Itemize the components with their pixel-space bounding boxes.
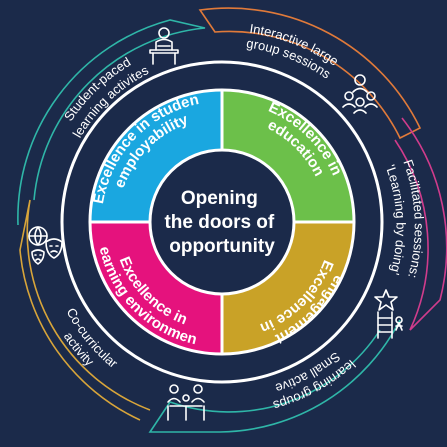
segment-small-groups-outline xyxy=(148,319,401,433)
center-title: Opening the doors of opportunity xyxy=(164,188,279,257)
theatre-masks-ball-icon xyxy=(28,226,63,265)
small-group-table-icon xyxy=(167,384,205,421)
center-line-2: the doors of xyxy=(164,212,274,233)
outer-ring-border xyxy=(60,60,384,384)
segment-interactive-outline xyxy=(198,7,422,140)
segment-facilitated-outline xyxy=(394,117,447,331)
segment-facilitated-label-2: 'Learning by doing' xyxy=(383,163,409,277)
center-line-1: Opening xyxy=(181,188,258,209)
segment-facilitated-line-2: 'Learning by doing' xyxy=(383,163,409,277)
desk-study-icon xyxy=(149,27,179,65)
presentation-group-icon xyxy=(342,74,378,114)
segment-student-paced-outline xyxy=(17,19,206,226)
center-hub xyxy=(148,148,296,296)
outer-ring-outlines xyxy=(17,7,447,433)
segment-cocurricular-outline xyxy=(19,199,151,421)
ladder-star-icon xyxy=(374,289,403,339)
center-line-3: opportunity xyxy=(169,236,275,257)
